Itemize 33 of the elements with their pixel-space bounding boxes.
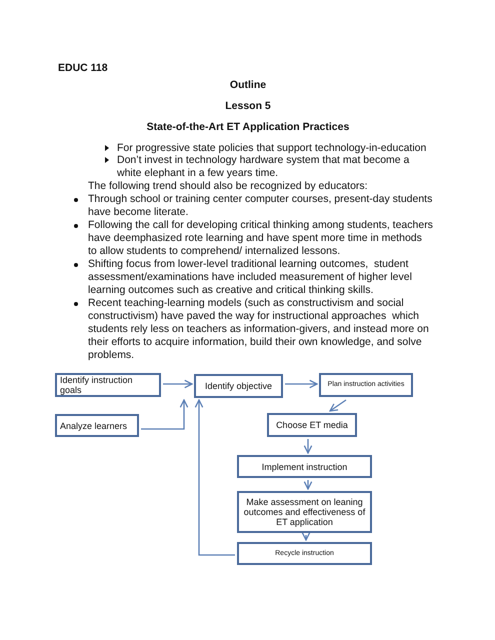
box-label: Make assessment on leaning outcomes and effectiveness of ET application: [242, 497, 366, 527]
arrow: [194, 399, 235, 556]
process-box: [55, 414, 139, 437]
bullet-text: Through school or training center computer courses, present-day students have become literate.: [88, 193, 433, 219]
title: State-of-the-Art ET Application Practices: [146, 121, 350, 134]
arrow: [304, 439, 312, 454]
process-box: [267, 413, 357, 437]
bullet-text: Recent teaching-learning models (such as constructivism and social constructivism) have paved the way for instructional approaches which students rely less on teachers as information-givers, and instead more on their efforts to acquire information, build their own knowledge, and solve problems.: [88, 297, 430, 362]
arrow: [304, 480, 312, 490]
bullet-text: Following the call for developing critical thinking among students, teachers have deemphasized rote learning and have spent more time in methods to allow students to comprehend/ internalized lessons.: [88, 219, 433, 258]
process-box: [55, 373, 161, 397]
box-label: Identify instruction goals: [60, 375, 134, 395]
bullet-text: Shifting focus from lower-level traditional learning outcomes, student assessment/examinations have included measurement of higher level learning outcomes such as creative and critical thinking skills.: [88, 258, 413, 297]
course-code: EDUC 118: [58, 62, 109, 75]
box-label: Choose ET media: [275, 420, 349, 430]
box-label: Analyze learners: [60, 420, 128, 430]
bullet-text: For progressive state policies that support technology-in-education: [117, 142, 428, 155]
heading: Lesson 5: [224, 100, 272, 113]
bullet-text: Don’t invest in technology hardware system that mat become a white elephant in a few years time.: [117, 154, 410, 180]
process-box: [319, 373, 413, 397]
heading: Outline: [228, 79, 268, 92]
arrow: [163, 380, 193, 388]
box-label: Identify objective: [204, 381, 274, 391]
process-box: [237, 455, 372, 478]
process-box: [237, 542, 372, 565]
process-box: [237, 491, 372, 533]
arrow: [141, 399, 188, 430]
arrow: [329, 399, 346, 412]
box-label: Implement instruction: [260, 462, 348, 472]
arrow: [285, 380, 318, 388]
arrow: [302, 532, 310, 541]
intro-text: The following trend should also be recognized by educators:: [88, 180, 369, 193]
process-box: [194, 374, 283, 398]
